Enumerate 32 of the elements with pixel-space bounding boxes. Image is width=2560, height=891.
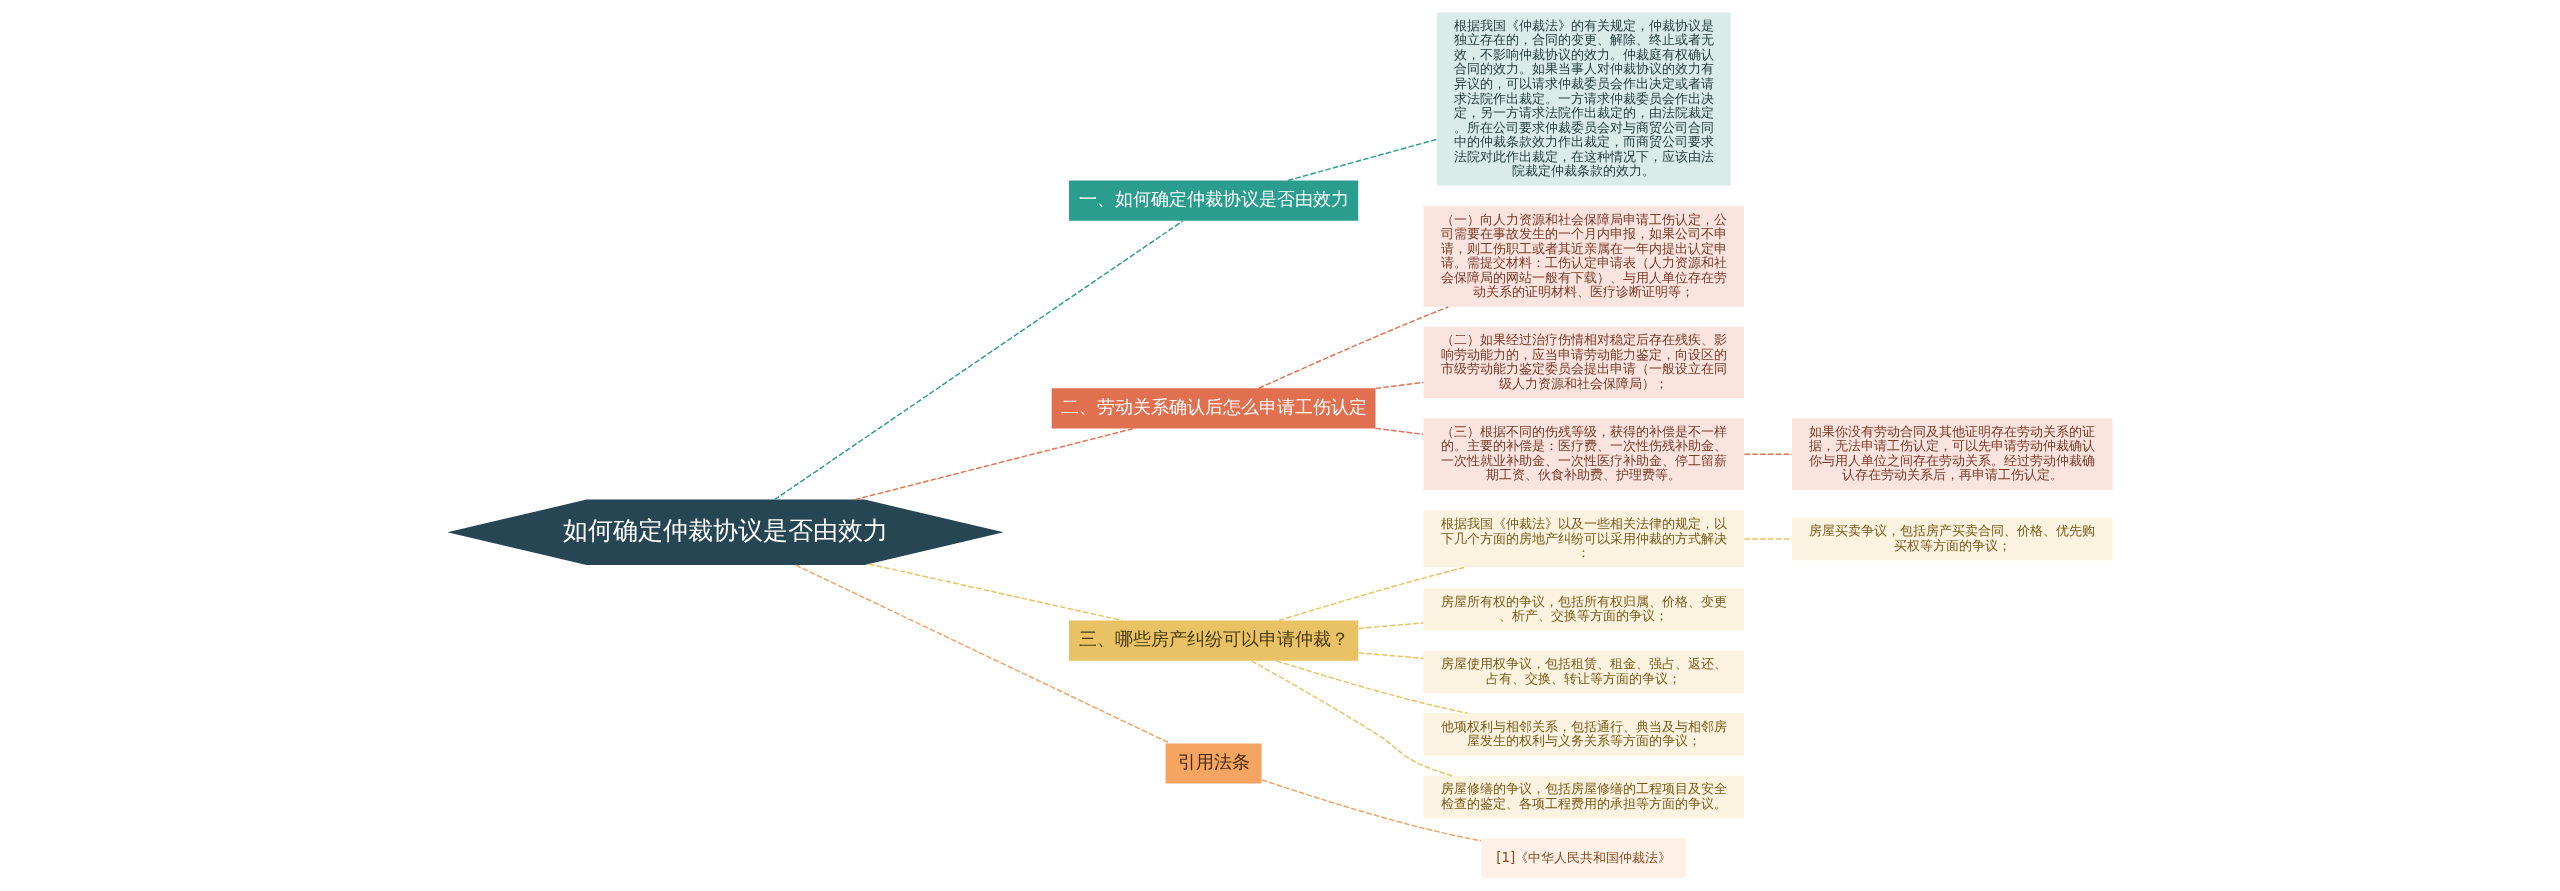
node-box: （二）如果经过治疗伤情相对稳定后存在残疾、影响劳动能力的，应当申请劳动能力鉴定，向设区的市级劳动能力鉴定委员会提出申请（一般设立在同级人力资源和社会保障局）； — [1423, 326, 1744, 399]
connector — [1250, 660, 1453, 777]
connector — [1357, 652, 1425, 660]
connector — [1261, 779, 1482, 842]
connector — [1374, 427, 1425, 436]
node-box: 根据我国《仲裁法》的有关规定，仲裁协议是独立存在的，合同的变更、解除、终止或者无效，不影响仲裁协议的效力。仲裁庭有权确认合同的效力。如果当事人对仲裁协议的效力有异议的，可以请求仲裁委员会作出决定或者请求法院作出裁定。一方请求仲裁委员会作出决定，另一方请求法院作出裁定的，由法院裁定。所在公司要求仲裁委员会对与商贸公司合同中的仲裁条款效力作出裁定，而商贸公司要求法院对此作出裁定，在这种情况下，应该由法院裁定仲裁条款的效力。 — [1436, 12, 1731, 186]
connector — [1374, 381, 1425, 390]
connector — [1258, 306, 1450, 389]
node-box: 一、如何确定仲裁协议是否由效力 — [1069, 180, 1359, 221]
node-box: 如果你没有劳动合同及其他证明存在劳动关系的证据，无法申请工伤认定，可以先申请劳动仲裁确认你与用人单位之间存在劳动关系。经过劳动仲裁确认存在劳动关系后，再申请工伤认定。 — [1792, 418, 2113, 490]
node-box: 房屋修缮的争议，包括房屋修缮的工程项目及安全检查的鉴定、各项工程费用的承担等方面的争议。 — [1423, 775, 1744, 819]
connector — [1743, 453, 1793, 455]
node-box: （三）根据不同的伤残等级，获得的补偿是不一样的。主要的补偿是：医疗费、一次性伤残补助金、一次性就业补助金、一次性医疗补助金、停工留薪期工资、伙食补助费、护理费等。 — [1423, 418, 1744, 490]
node-box: 房屋使用权争议，包括租赁、租金、强占、返还、占有、交换、转让等方面的争议； — [1423, 650, 1744, 694]
connector — [1743, 538, 1793, 540]
connector — [1287, 138, 1438, 182]
node-box: 他项权利与相邻关系，包括通行、典当及与相邻房屋发生的权利与义务关系等方面的争议； — [1423, 713, 1744, 756]
node-box: 二、劳动关系确认后怎么申请工伤认定 — [1051, 388, 1376, 429]
connector — [1275, 660, 1469, 714]
node-box: [1]《中华人民共和国仲裁法》 — [1481, 838, 1686, 879]
connector — [868, 563, 1123, 622]
connector — [1357, 622, 1425, 630]
node-box: 房屋所有权的争议，包括所有权归属、价格、变更、析产、交换等方面的争议； — [1423, 588, 1744, 631]
connector — [854, 427, 1135, 501]
node-box: 房屋买卖争议，包括房产买卖合同、价格、优先购买权等方面的争议； — [1792, 517, 2113, 561]
connector — [773, 220, 1184, 501]
connector — [795, 564, 1171, 745]
node-box: 三、哪些房产纠纷可以申请仲裁？ — [1069, 620, 1359, 661]
node-box: 引用法条 — [1165, 743, 1262, 784]
connector — [1278, 566, 1465, 622]
node-box: 根据我国《仲裁法》以及一些相关法律的规定，以下几个方面的房地产纠纷可以采用仲裁的方式解决： — [1423, 510, 1744, 568]
node-box: （一）向人力资源和社会保障局申请工伤认定，公司需要在事故发生的一个月内申报，如果公司不申请，则工伤职工或者其近亲属在一年内提出认定申请。需提交材料：工伤认定申请表（人力资源和社会保障局的网站一般有下载）、与用人单位存在劳动关系的证明材料、医疗诊断证明等； — [1423, 206, 1744, 307]
